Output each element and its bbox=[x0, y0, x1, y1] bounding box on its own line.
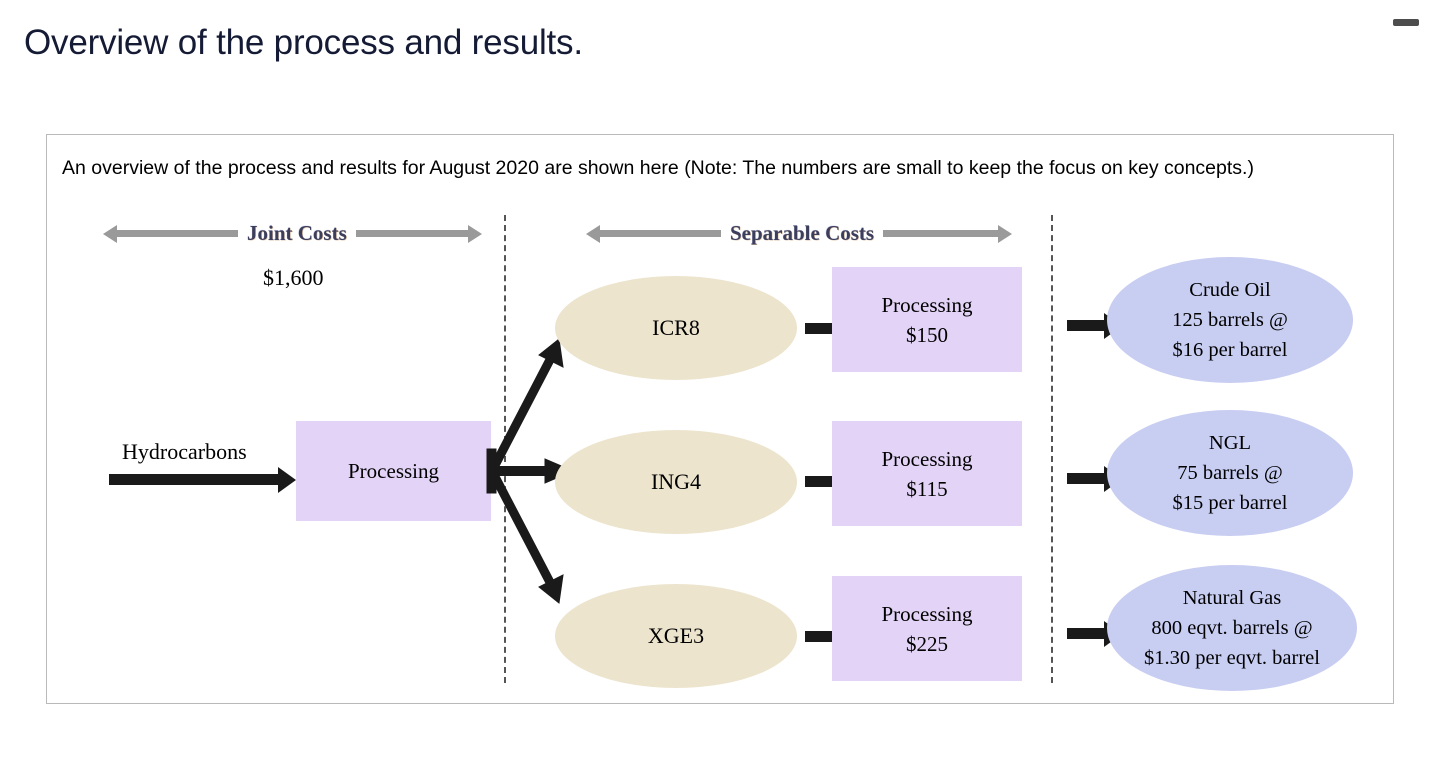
banner-right-arrow-icon bbox=[355, 230, 469, 237]
branch-arrow-processing-to-crude-oil bbox=[1067, 320, 1105, 331]
branch-arrow-icr8-to-processing bbox=[805, 323, 843, 334]
separable-processing-box-ing4: Processing $115 bbox=[832, 421, 1022, 526]
hydrocarbons-arrow-icon bbox=[109, 474, 279, 485]
joint-processing-box: Processing bbox=[296, 421, 491, 521]
processing-cost: $225 bbox=[906, 631, 948, 656]
window-minimize-handle-icon[interactable] bbox=[1393, 19, 1419, 26]
processing-label: Processing bbox=[881, 446, 973, 471]
branch-arrow-ing4-to-processing bbox=[805, 476, 843, 487]
product-ellipse-ngl: NGL 75 barrels @ $15 per barrel bbox=[1107, 410, 1353, 536]
product-name: Natural Gas bbox=[1182, 587, 1282, 609]
joint-costs-amount: $1,600 bbox=[263, 265, 324, 290]
separable-processing-box-icr8: Processing $150 bbox=[832, 267, 1022, 372]
joint-costs-label: Joint Costs bbox=[247, 221, 347, 245]
banner-right-arrow-icon bbox=[883, 230, 1000, 237]
content-panel: An overview of the process and results f… bbox=[46, 134, 1394, 704]
product-name: NGL bbox=[1208, 432, 1252, 454]
product-name: Crude Oil bbox=[1189, 279, 1271, 301]
intro-text: An overview of the process and results f… bbox=[62, 157, 1254, 179]
intermediate-ellipse-ing4: ING4 bbox=[555, 430, 797, 534]
separable-costs-label: Separable Costs bbox=[730, 221, 875, 245]
intermediate-label: ICR8 bbox=[652, 315, 700, 340]
separable-processing-box-xge3: Processing $225 bbox=[832, 576, 1022, 681]
processing-label: Processing bbox=[881, 292, 973, 317]
branch-arrow-xge3-to-processing bbox=[805, 631, 843, 642]
banner-left-arrow-icon bbox=[116, 230, 238, 237]
processing-cost: $150 bbox=[906, 322, 948, 347]
dashed-vertical-divider-right bbox=[1051, 215, 1053, 683]
separable-costs-banner: Separable Costs bbox=[585, 221, 1015, 246]
product-ellipse-natural-gas: Natural Gas 800 eqvt. barrels @ $1.30 pe… bbox=[1107, 565, 1357, 691]
product-quantity: 800 eqvt. barrels @ bbox=[1151, 617, 1313, 639]
banner-left-arrow-icon bbox=[599, 230, 721, 237]
branch-arrow-processing-to-natural-gas bbox=[1067, 628, 1105, 639]
intermediate-ellipse-icr8: ICR8 bbox=[555, 276, 797, 380]
joint-processing-label: Processing bbox=[348, 459, 439, 483]
intermediate-label: XGE3 bbox=[647, 623, 705, 648]
intermediate-label: ING4 bbox=[650, 469, 702, 494]
hydrocarbons-label: Hydrocarbons bbox=[122, 439, 247, 464]
product-price: $1.30 per eqvt. barrel bbox=[1144, 647, 1320, 669]
product-quantity: 75 barrels @ bbox=[1177, 462, 1283, 484]
product-price: $16 per barrel bbox=[1172, 339, 1288, 361]
three-way-split-arrows-icon bbox=[486, 338, 575, 604]
processing-label: Processing bbox=[881, 601, 973, 626]
branch-arrow-processing-to-ngl bbox=[1067, 473, 1105, 484]
product-ellipse-crude-oil: Crude Oil 125 barrels @ $16 per barrel bbox=[1107, 257, 1353, 383]
page-title: Overview of the process and results. bbox=[24, 23, 583, 62]
process-diagram: Joint Costs $1,600 Separable Costs Hydro… bbox=[47, 135, 1393, 703]
product-quantity: 125 barrels @ bbox=[1172, 309, 1288, 331]
intermediate-ellipse-xge3: XGE3 bbox=[555, 584, 797, 688]
processing-cost: $115 bbox=[906, 476, 948, 501]
product-price: $15 per barrel bbox=[1172, 492, 1288, 514]
joint-costs-banner: Joint Costs bbox=[102, 221, 512, 246]
